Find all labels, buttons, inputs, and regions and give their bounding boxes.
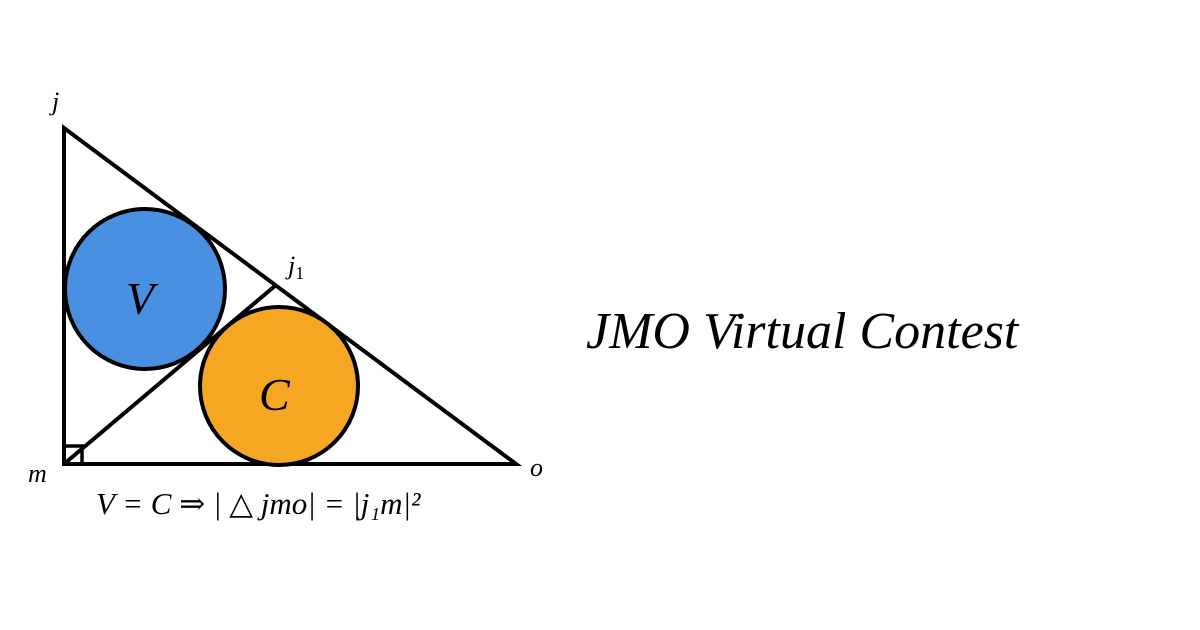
circle-c-label: C bbox=[259, 369, 291, 420]
right-angle-marker bbox=[62, 444, 84, 466]
formula: V = C ⇒ | △ jmo| = |j₁m|² bbox=[96, 486, 421, 521]
circle-v bbox=[63, 207, 227, 371]
vertex-m-label: m bbox=[28, 459, 47, 488]
circle-v-label: V bbox=[126, 273, 159, 324]
page-title: JMO Virtual Contest bbox=[586, 303, 1019, 360]
vertex-j1-label: j1 bbox=[285, 251, 304, 283]
vertex-o-label: o bbox=[530, 453, 543, 482]
circle-c bbox=[198, 305, 360, 467]
vertex-j-label: j bbox=[49, 87, 59, 116]
